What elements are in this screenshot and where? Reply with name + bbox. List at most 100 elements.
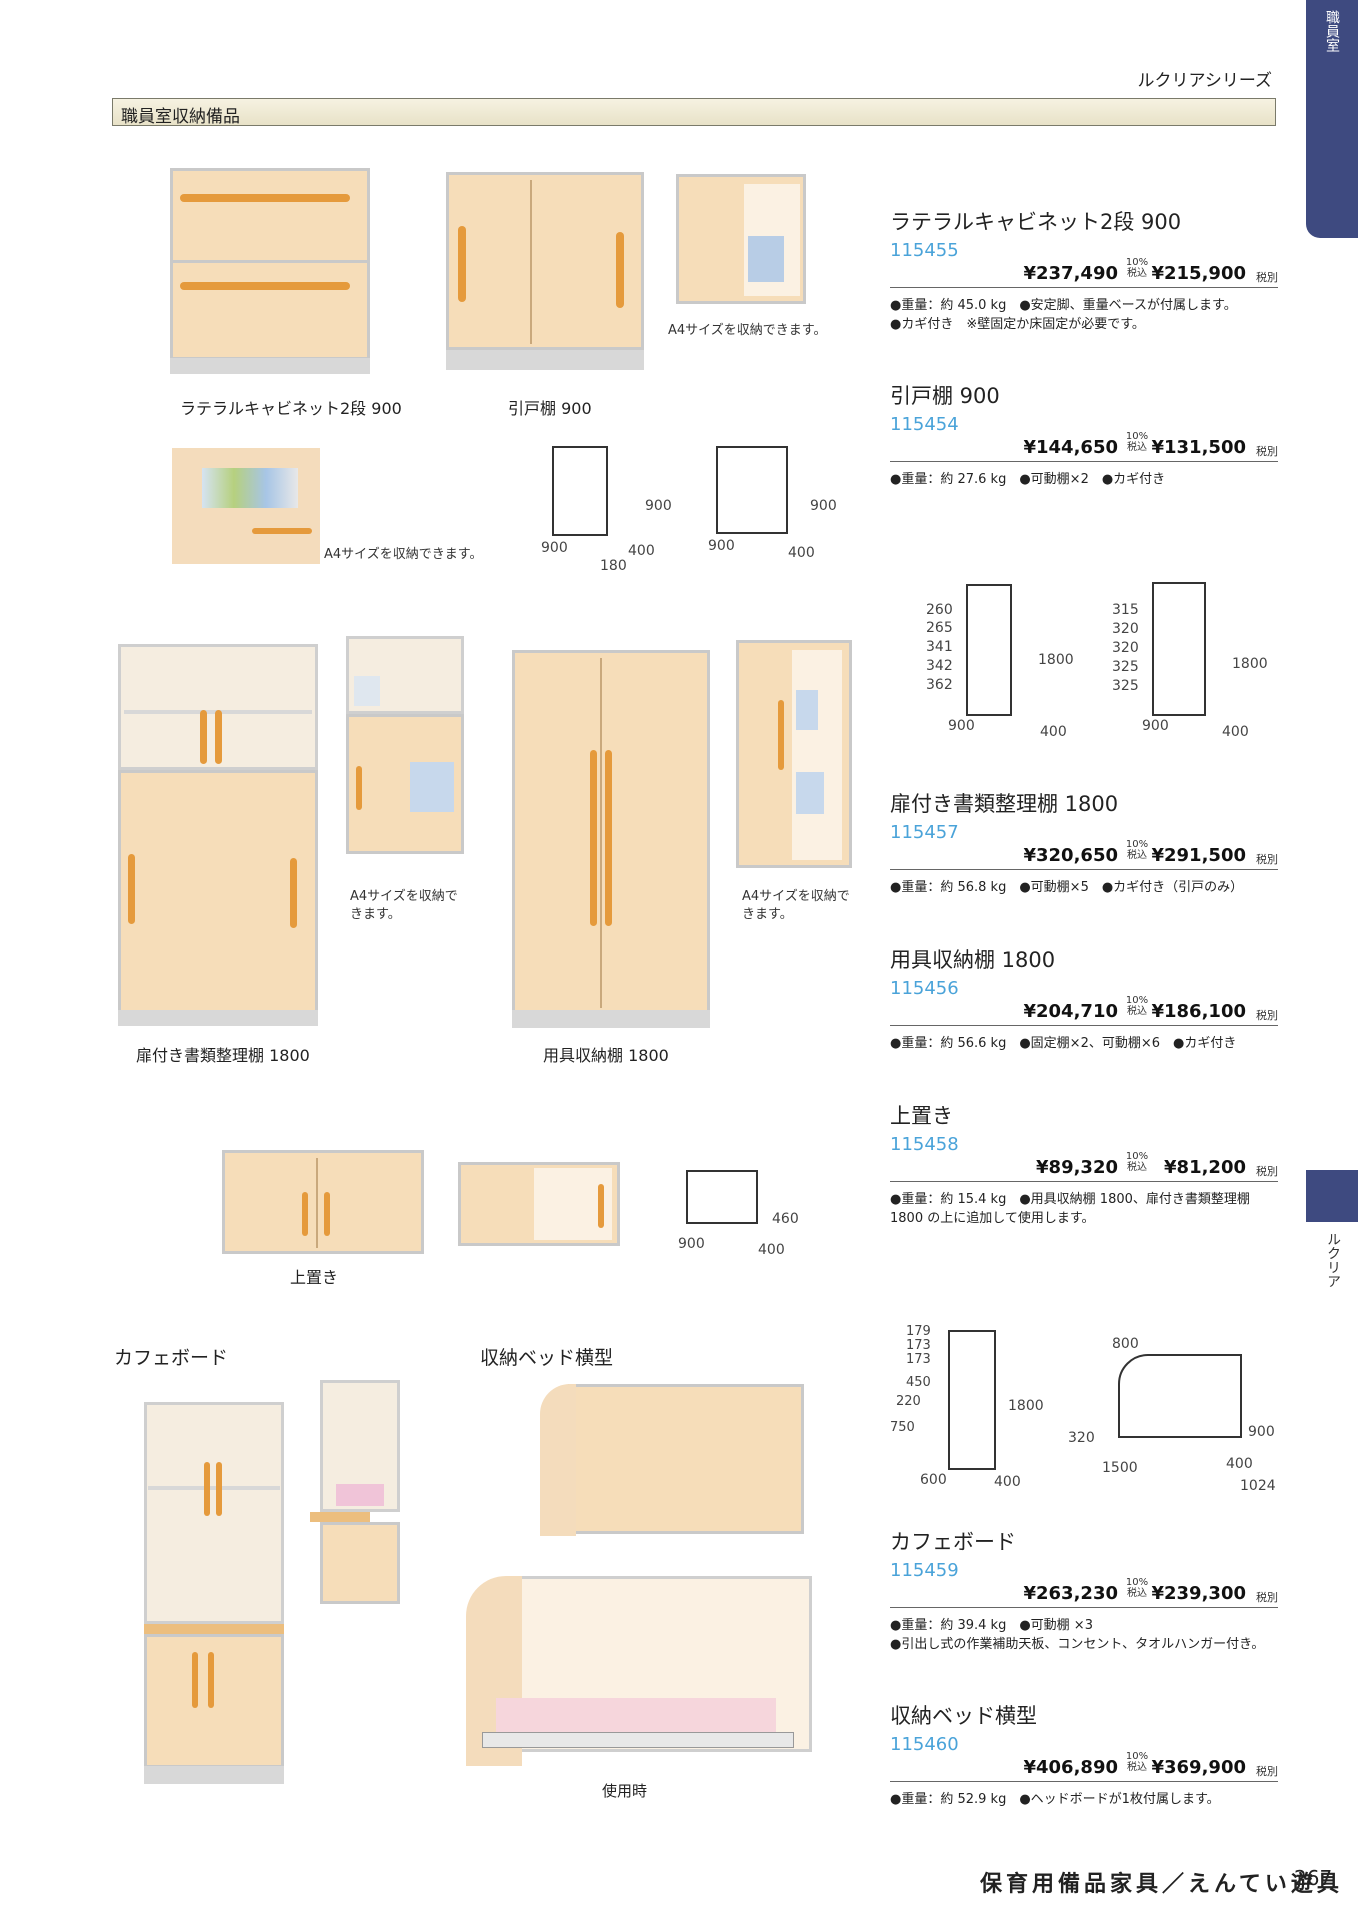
tax-label: 10%税込 <box>1125 257 1149 279</box>
shorui-shelf-image <box>118 644 318 1026</box>
price-incl: ¥144,650 <box>1023 437 1118 458</box>
excl-label: 税別 <box>1256 271 1278 284</box>
price-incl: ¥320,650 <box>1023 845 1118 866</box>
product-block: 用具収納棚 1800 115456 ¥204,710 10%税込 ¥186,100… <box>890 944 1278 1053</box>
dim-hik-h: 900 <box>810 498 837 514</box>
excl-label: 税別 <box>1256 1591 1278 1604</box>
hikido-image <box>446 172 644 372</box>
price-incl: ¥204,710 <box>1023 1001 1118 1022</box>
spec-line: 1800 の上に追加して使用します。 <box>890 1211 1095 1226</box>
cafe-board-image <box>144 1402 284 1784</box>
product-spec: ●重量：約 52.9 kg ●ヘッドボードが1枚付属します。 <box>890 1790 1278 1809</box>
caption-uwaoki: 上置き <box>290 1268 339 1287</box>
note-a4-4: A4サイズを収納で きます。 <box>742 889 850 922</box>
product-name: カフェボード <box>890 1530 1016 1554</box>
dim-sho-h: 1800 <box>1038 652 1074 668</box>
spec-line: ●重量：約 56.6 kg ●固定棚×2、可動棚×6 ●カギ付き <box>890 1036 1237 1051</box>
price-incl: ¥406,890 <box>1023 1757 1118 1778</box>
category-tab[interactable]: 職員室 <box>1306 0 1358 238</box>
uwaoki-image <box>222 1150 424 1254</box>
spec-line: ●引出し式の作業補助天板、コンセント、タオルハンガー付き。 <box>890 1637 1265 1652</box>
dim-uwa-h: 460 <box>772 1211 799 1227</box>
dim-hik-w: 900 <box>708 538 735 554</box>
tax-label: 10%税込 <box>1125 431 1149 453</box>
dim-bed-h: 900 <box>1248 1424 1275 1440</box>
uwaoki-line-drawing <box>686 1170 758 1224</box>
dim-lat-d: 400 <box>628 543 655 559</box>
dim-you-l5: 325 <box>1112 678 1139 694</box>
price-excl: ¥81,200 <box>1164 1157 1246 1178</box>
note-a4-2: A4サイズを収納できます。 <box>324 547 483 562</box>
price-excl: ¥186,100 <box>1151 1001 1246 1022</box>
product-spec: ●重量：約 39.4 kg ●可動棚 ×3●引出し式の作業補助天板、コンセント、… <box>890 1616 1278 1654</box>
price-row: ¥263,230 10%税込 ¥239,300 税別 <box>890 1577 1278 1608</box>
category-tab-label: 職員室 <box>1324 10 1340 52</box>
heading-cafe: カフェボード <box>114 1347 229 1369</box>
spec-line: ●重量：約 45.0 kg ●安定脚、重量ベースが付属します。 <box>890 298 1237 313</box>
dim-caf-w: 600 <box>920 1472 947 1488</box>
spec-line: ●重量：約 52.9 kg ●ヘッドボードが1枚付属します。 <box>890 1792 1220 1807</box>
dim-bed-320: 320 <box>1068 1430 1095 1446</box>
product-spec: ●重量：約 56.6 kg ●固定棚×2、可動棚×6 ●カギ付き <box>890 1034 1278 1053</box>
shorui-line-drawing <box>966 584 1012 716</box>
product-name: 用具収納棚 1800 <box>890 948 1056 972</box>
price-excl: ¥215,900 <box>1151 263 1246 284</box>
price-row: ¥204,710 10%税込 ¥186,100 税別 <box>890 995 1278 1026</box>
heading-bed: 収納ベッド横型 <box>480 1347 614 1369</box>
product-spec: ●重量：約 15.4 kg ●用具収納棚 1800、扉付き書類整理棚 1800 の… <box>890 1190 1278 1228</box>
price-row: ¥237,490 10%税込 ¥215,900 税別 <box>890 257 1278 288</box>
series-title: ルクリアシリーズ <box>1137 71 1272 91</box>
dim-you-l3: 320 <box>1112 640 1139 656</box>
product-name: 扉付き書類整理棚 1800 <box>890 792 1119 816</box>
product-spec: ●重量：約 27.6 kg ●可動棚×2 ●カギ付き <box>890 470 1278 489</box>
dim-caf-l4: 450 <box>906 1375 931 1390</box>
product-code: 115460 <box>890 1734 959 1755</box>
product-code: 115458 <box>890 1134 959 1155</box>
dim-uwa-w: 900 <box>678 1236 705 1252</box>
bed-line-drawing <box>1118 1354 1242 1438</box>
yougu-shelf-image <box>512 650 710 1028</box>
product-code: 115455 <box>890 240 959 261</box>
section-bar: 職員室収納備品 <box>112 98 1276 127</box>
dim-bed-top: 800 <box>1112 1336 1139 1352</box>
tax-label: 10%税込 <box>1125 1577 1149 1599</box>
lateral-cabinet-image <box>170 168 370 376</box>
page-number: 267 <box>1294 1866 1333 1890</box>
product-name: ラテラルキャビネット2段 900 <box>890 210 1182 234</box>
product-spec: ●重量：約 56.8 kg ●可動棚×5 ●カギ付き（引戸のみ） <box>890 878 1278 897</box>
caption-lateral: ラテラルキャビネット2段 900 <box>180 399 402 418</box>
dim-you-l2: 320 <box>1112 621 1139 637</box>
price-excl: ¥131,500 <box>1151 437 1246 458</box>
hikido-line-drawing <box>716 446 788 534</box>
excl-label: 税別 <box>1256 1009 1278 1022</box>
price-row: ¥89,320 10%税込 ¥81,200 税別 <box>890 1151 1278 1182</box>
spec-line: ●重量：約 15.4 kg ●用具収納棚 1800、扉付き書類整理棚 <box>890 1192 1250 1207</box>
product-name: 引戸棚 900 <box>890 384 1000 408</box>
lateral-line-drawing <box>552 446 608 536</box>
product-code: 115456 <box>890 978 959 999</box>
caption-yougu: 用具収納棚 1800 <box>543 1046 669 1065</box>
dim-caf-l5: 220 <box>896 1394 921 1409</box>
caption-shorui: 扉付き書類整理棚 1800 <box>136 1046 310 1065</box>
dim-you-w: 900 <box>1142 718 1169 734</box>
price-row: ¥406,890 10%税込 ¥369,900 税別 <box>890 1751 1278 1782</box>
dim-hik-d: 400 <box>788 545 815 561</box>
spec-line: ●重量：約 56.8 kg ●可動棚×5 ●カギ付き（引戸のみ） <box>890 880 1244 895</box>
dim-caf-d: 400 <box>994 1474 1021 1490</box>
excl-label: 税別 <box>1256 1765 1278 1778</box>
tax-label: 10%税込 <box>1125 1151 1149 1173</box>
price-excl: ¥239,300 <box>1151 1583 1246 1604</box>
note-a4-3: A4サイズを収納で きます。 <box>350 889 458 922</box>
series-tab[interactable] <box>1306 1170 1358 1222</box>
cafe-board-open-image <box>310 1380 400 1608</box>
footer-title: 保育用備品家具／えんてい遊具 <box>980 1872 1343 1897</box>
dim-bed-w: 1500 <box>1102 1460 1138 1476</box>
price-row: ¥144,650 10%税込 ¥131,500 税別 <box>890 431 1278 462</box>
tax-label: 10%税込 <box>1125 1751 1149 1773</box>
tax-label: 10%税込 <box>1125 839 1149 861</box>
dim-bed-l: 1024 <box>1240 1478 1276 1494</box>
